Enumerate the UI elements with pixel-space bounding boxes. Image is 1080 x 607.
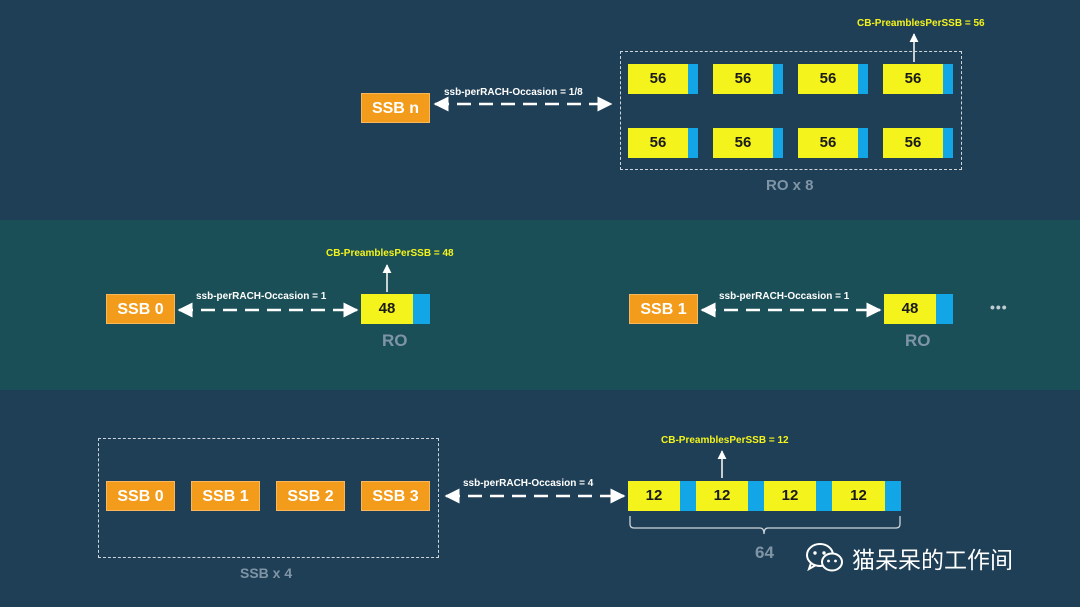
- mid-left-cb-label: CB-PreamblesPerSSB = 48: [326, 248, 454, 259]
- watermark: 猫呆呆的工作间: [806, 541, 1013, 575]
- ro-tail: [885, 481, 901, 511]
- preamble-count: 56: [713, 128, 773, 158]
- preamble-count: 56: [883, 64, 943, 94]
- ssb-0-box: SSB 0: [106, 294, 175, 324]
- wechat-icon: [806, 543, 843, 572]
- ro-occasion: 56: [798, 128, 868, 158]
- preamble-count: 56: [713, 64, 773, 94]
- ro-occasion: 56: [713, 64, 783, 94]
- ro-tail: [943, 64, 953, 94]
- top-cb-label: CB-PreamblesPerSSB = 56: [857, 18, 985, 29]
- preamble-count: 12: [628, 481, 680, 511]
- ro-tail: [936, 294, 953, 324]
- ro-group-label: RO x 8: [766, 177, 814, 194]
- ro-occasion: 56: [883, 64, 953, 94]
- ro-tail: [748, 481, 764, 511]
- mid-left-ro-label: RO: [382, 331, 408, 350]
- bottom-brace: [629, 516, 901, 535]
- total-preambles-label: 64: [755, 543, 774, 562]
- ro-occasion: 56: [798, 64, 868, 94]
- preamble-count: 56: [628, 128, 688, 158]
- ro-x8-group: [620, 51, 962, 170]
- mid-right-occasion-label: ssb-perRACH-Occasion = 1: [719, 291, 850, 302]
- ssb-box: SSB 1: [191, 481, 260, 511]
- preamble-count: 56: [628, 64, 688, 94]
- ssb-group-label: SSB x 4: [240, 565, 293, 581]
- ro-tail: [816, 481, 832, 511]
- ssb-box: SSB 0: [106, 481, 175, 511]
- ro-tail: [773, 64, 783, 94]
- ro-occasion: 48: [361, 294, 430, 324]
- bottom-cb-label: CB-PreamblesPerSSB = 12: [661, 435, 789, 446]
- ro-occasion: 56: [628, 64, 698, 94]
- preamble-count: 12: [764, 481, 816, 511]
- ro-tail: [943, 128, 953, 158]
- preamble-count: 56: [798, 64, 858, 94]
- ro-tail: [773, 128, 783, 158]
- ro-tail: [413, 294, 430, 324]
- ro-tail: [680, 481, 696, 511]
- ro-tail: [688, 64, 698, 94]
- top-occasion-label: ssb-perRACH-Occasion = 1/8: [444, 87, 583, 98]
- ssb-box: SSB 3: [361, 481, 430, 511]
- preamble-count: 12: [832, 481, 885, 511]
- ro-occasion: 56: [628, 128, 698, 158]
- ellipsis: •••: [990, 299, 1008, 315]
- ro-occasion: 56: [883, 128, 953, 158]
- ro-tail: [858, 128, 868, 158]
- ro-tail: [688, 128, 698, 158]
- ssb-x4-group: [98, 438, 439, 558]
- ssb-box: SSB 2: [276, 481, 345, 511]
- ro-occasion: 56: [713, 128, 783, 158]
- ro-occasion: 48: [884, 294, 953, 324]
- ro-tail: [858, 64, 868, 94]
- bottom-occasion-label: ssb-perRACH-Occasion = 4: [463, 478, 594, 489]
- ssb-1-box: SSB 1: [629, 294, 698, 324]
- ro-occasion-shared: 12 12 12 12: [628, 481, 901, 511]
- mid-right-ro-label: RO: [905, 331, 931, 350]
- preamble-count: 48: [361, 294, 413, 324]
- preamble-count: 56: [798, 128, 858, 158]
- preamble-count: 56: [883, 128, 943, 158]
- watermark-text: 猫呆呆的工作间: [852, 548, 1013, 574]
- preamble-count: 12: [696, 481, 748, 511]
- ssb-n-box: SSB n: [361, 93, 430, 123]
- mid-left-occasion-label: ssb-perRACH-Occasion = 1: [196, 291, 327, 302]
- preamble-count: 48: [884, 294, 936, 324]
